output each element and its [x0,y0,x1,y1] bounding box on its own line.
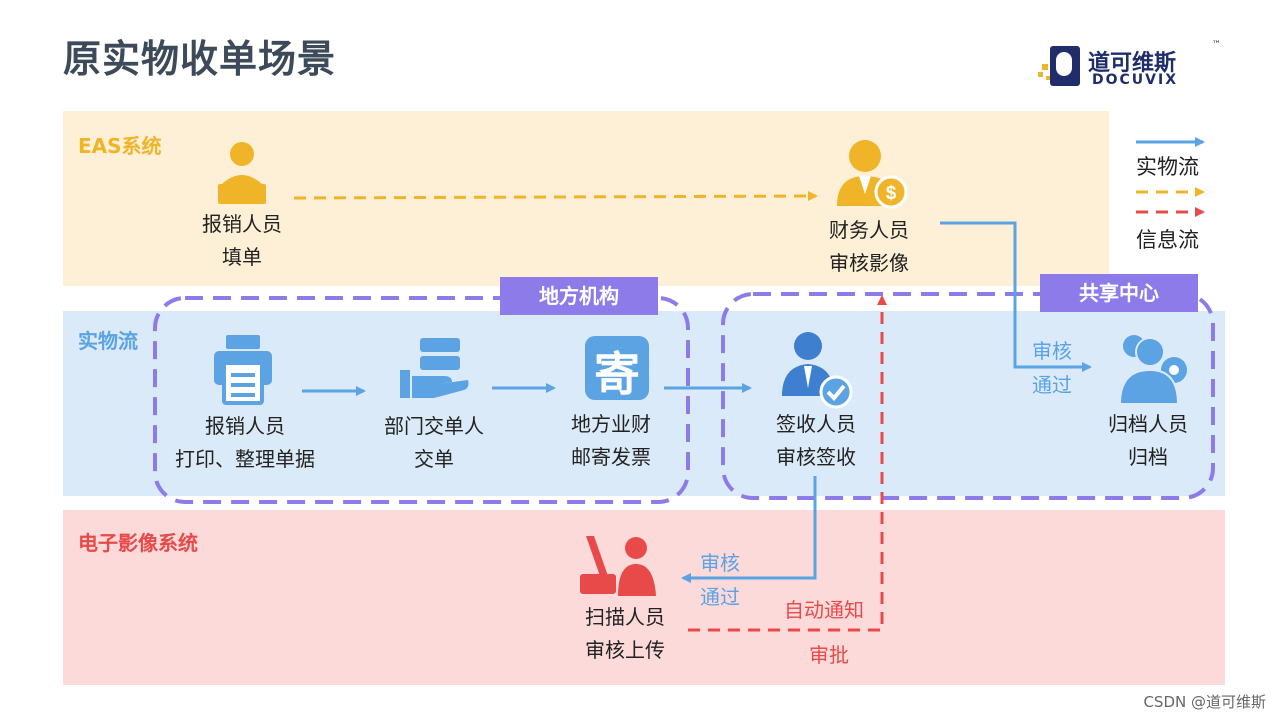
legend-physical-flow-label: 实物流 [1136,155,1199,179]
node-archiver-action: 归档 [1128,445,1168,469]
svg-text:$: $ [886,183,897,204]
shared-center-tag: 共享中心 [1040,274,1198,312]
node-dept-role: 部门交单人 [384,414,484,438]
person-at-desk-icon [218,142,266,204]
flow-scanner-to-finance [688,295,887,632]
node-scanner: 扫描人员 审核上传 [563,601,687,667]
shared-center-group-outline [721,292,1215,500]
page-title: 原实物收单场景 [63,37,337,81]
node-dept: 部门交单人 交单 [372,410,496,476]
note-audit-pass-archive-line1: 审核 [1032,339,1072,363]
logo-trademark: ™ [1212,40,1221,50]
node-finance-role: 财务人员 [829,218,909,242]
node-printer: 报销人员 打印、整理单据 [166,410,324,476]
archiver-team-gear-icon [1118,335,1187,405]
local-org-group-outline [153,296,690,504]
note-audit-pass-scan-line2: 通过 [700,585,740,609]
mail-stamp-icon: 寄 [585,336,649,401]
node-mailer-action: 邮寄发票 [571,445,651,469]
logo-subtitle: DOCUVIX [1092,72,1179,88]
node-printer-role: 报销人员 [205,414,285,438]
note-audit-pass-scan: 审核 通过 [700,546,740,614]
node-mailer: 地方业财 邮寄发票 [549,408,673,474]
receiver-person-check-icon [782,332,853,409]
lane-imaging [63,510,1225,685]
note-auto-notify: 自动通知 [784,598,864,622]
node-receiver: 签收人员 审核签收 [754,408,878,474]
node-archiver: 归档人员 归档 [1086,408,1210,474]
node-archiver-role: 归档人员 [1108,412,1188,436]
node-finance: 财务人员 审核影像 [807,214,931,280]
printer-icon [214,335,272,405]
lane-label-imaging: 电子影像系统 [78,531,198,555]
note-approve: 审批 [809,643,849,667]
node-scanner-action: 审核上传 [585,638,665,662]
node-receiver-action: 审核签收 [776,445,856,469]
lane-label-physical: 实物流 [78,329,138,353]
node-finance-action: 审核影像 [829,251,909,275]
finance-person-icon: $ [837,140,908,209]
watermark: CSDN @道可维斯 [1143,693,1266,711]
node-applicant-action: 填单 [222,245,262,269]
node-receiver-role: 签收人员 [776,412,856,436]
note-audit-pass-archive-line2: 通过 [1032,373,1072,397]
node-dept-action: 交单 [414,447,454,471]
note-audit-pass-scan-line1: 审核 [700,551,740,575]
flow-receiver-to-scanner [681,476,817,583]
flow-finance-to-archiver [940,221,1092,372]
logo-name: 道可维斯 [1088,51,1177,76]
note-audit-pass-archive: 审核 通过 [1032,334,1072,402]
node-printer-action: 打印、整理单据 [175,447,315,471]
docuvix-logo-mark [1038,46,1080,86]
node-scanner-role: 扫描人员 [585,605,665,629]
svg-text:寄: 寄 [594,347,640,401]
local-org-tag: 地方机构 [500,277,658,315]
scanner-person-icon [580,536,656,596]
legend-info-flow-label: 信息流 [1136,228,1199,252]
node-applicant: 报销人员 填单 [180,208,304,274]
flow-applicant-to-finance [293,191,818,202]
lane-label-eas: EAS系统 [78,134,162,158]
node-mailer-role: 地方业财 [571,412,651,436]
node-applicant-role: 报销人员 [202,212,282,236]
hand-with-documents-icon [400,338,469,398]
